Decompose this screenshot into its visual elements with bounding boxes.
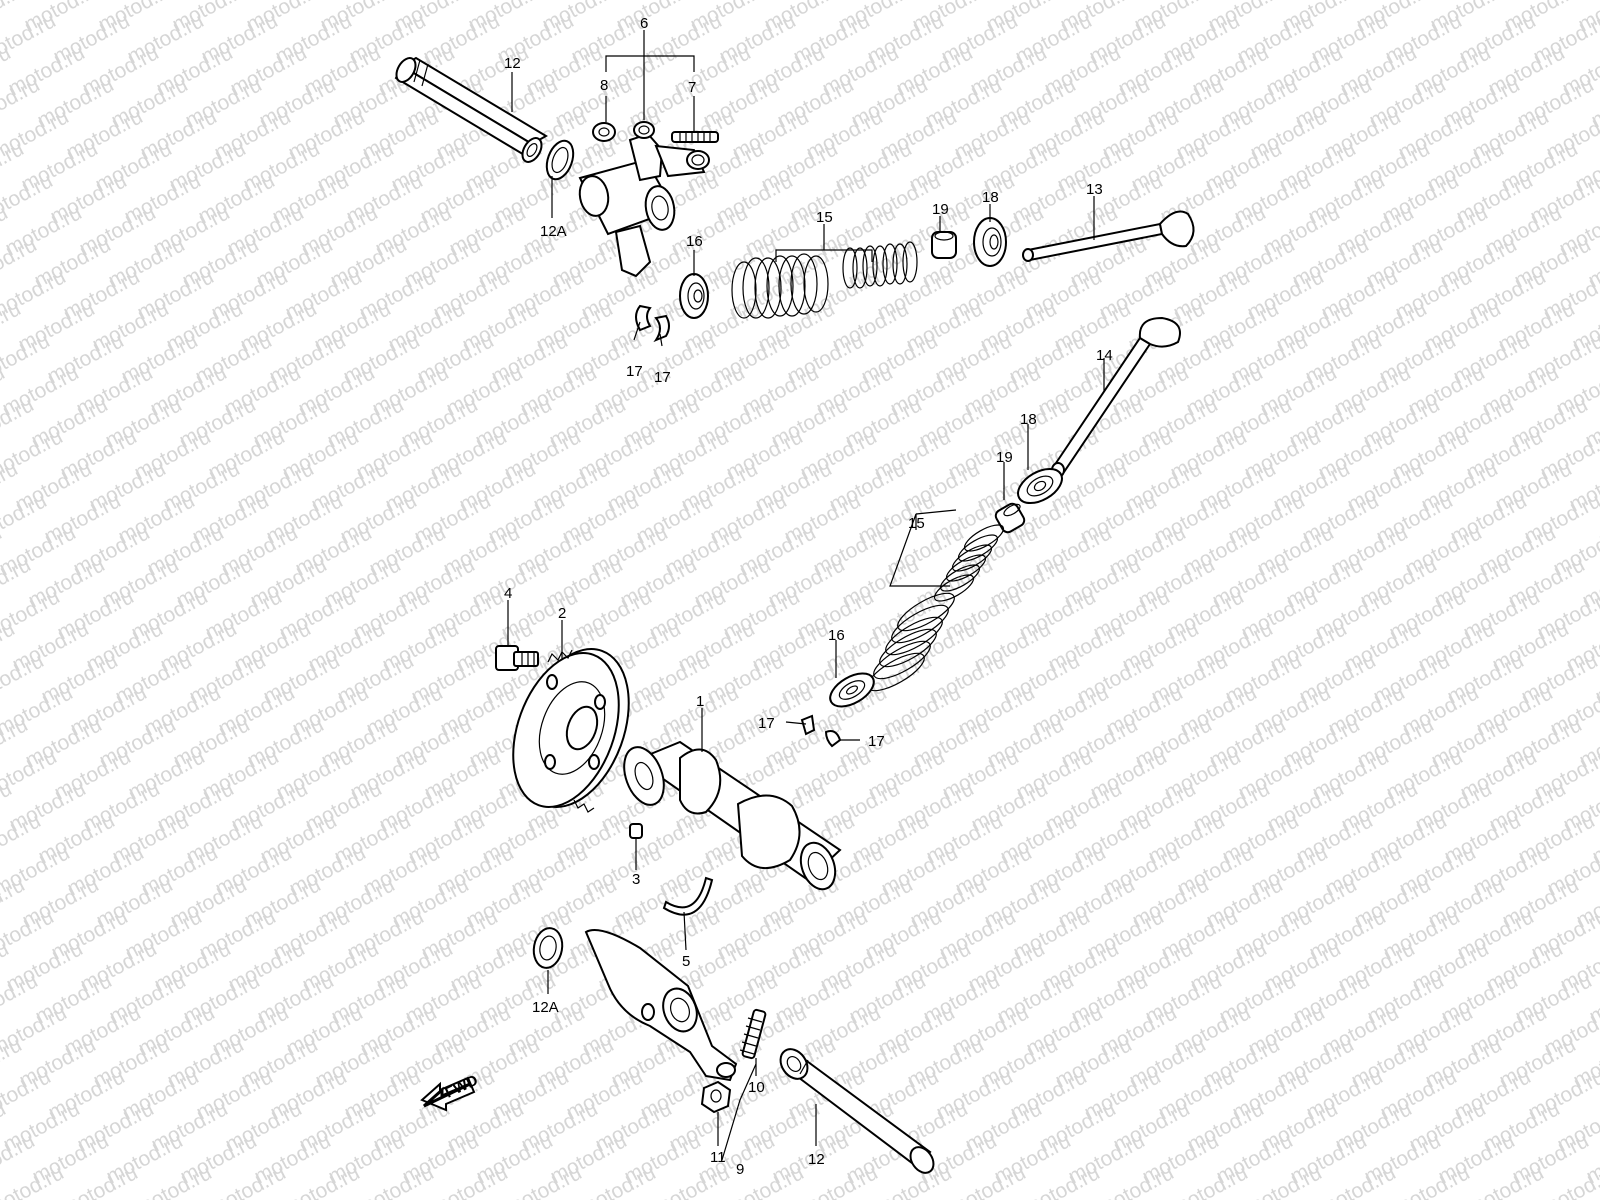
callout-15-top: 15 <box>816 209 833 226</box>
callout-8: 8 <box>600 77 608 94</box>
valve-guide-seal-top[interactable] <box>931 231 957 259</box>
sprocket-bolt[interactable] <box>495 645 539 671</box>
callout-6: 6 <box>640 15 648 32</box>
callout-4: 4 <box>504 585 512 602</box>
callout-5: 5 <box>682 953 690 970</box>
callout-16-bottom: 16 <box>828 627 845 644</box>
callout-10: 10 <box>748 1079 765 1096</box>
callout-16-top: 16 <box>686 233 703 250</box>
callout-15-bottom: 15 <box>908 515 925 532</box>
callout-12-top: 12 <box>504 55 521 72</box>
adjusting-screw-top[interactable] <box>671 131 719 143</box>
callout-12a-bottom: 12A <box>532 999 559 1016</box>
nut-top[interactable] <box>592 122 616 142</box>
callout-18-top: 18 <box>982 189 999 206</box>
callout-9: 9 <box>736 1161 744 1178</box>
callout-3: 3 <box>632 871 640 888</box>
callout-19-top: 19 <box>932 201 949 218</box>
dowel-pin[interactable] <box>629 823 643 839</box>
callout-17-b: 17 <box>654 369 671 386</box>
camshaft[interactable] <box>617 740 842 894</box>
valve-stem-seal-top[interactable] <box>679 273 709 319</box>
callout-7: 7 <box>688 79 696 96</box>
spring-seat-top[interactable] <box>973 217 1007 267</box>
callout-11: 11 <box>710 1149 726 1166</box>
callout-13: 13 <box>1086 181 1103 198</box>
callout-17-c: 17 <box>758 715 775 732</box>
callout-14: 14 <box>1096 347 1113 364</box>
callout-12a-top: 12A <box>540 223 567 240</box>
nut-bottom[interactable] <box>700 1080 732 1114</box>
callout-18-bottom: 18 <box>1020 411 1037 428</box>
callout-12-bottom: 12 <box>808 1151 825 1168</box>
callout-17-a: 17 <box>626 363 643 380</box>
callout-2: 2 <box>558 605 566 622</box>
callout-17-d: 17 <box>868 733 885 750</box>
callout-19-bottom: 19 <box>996 449 1013 466</box>
callout-1: 1 <box>696 693 704 710</box>
